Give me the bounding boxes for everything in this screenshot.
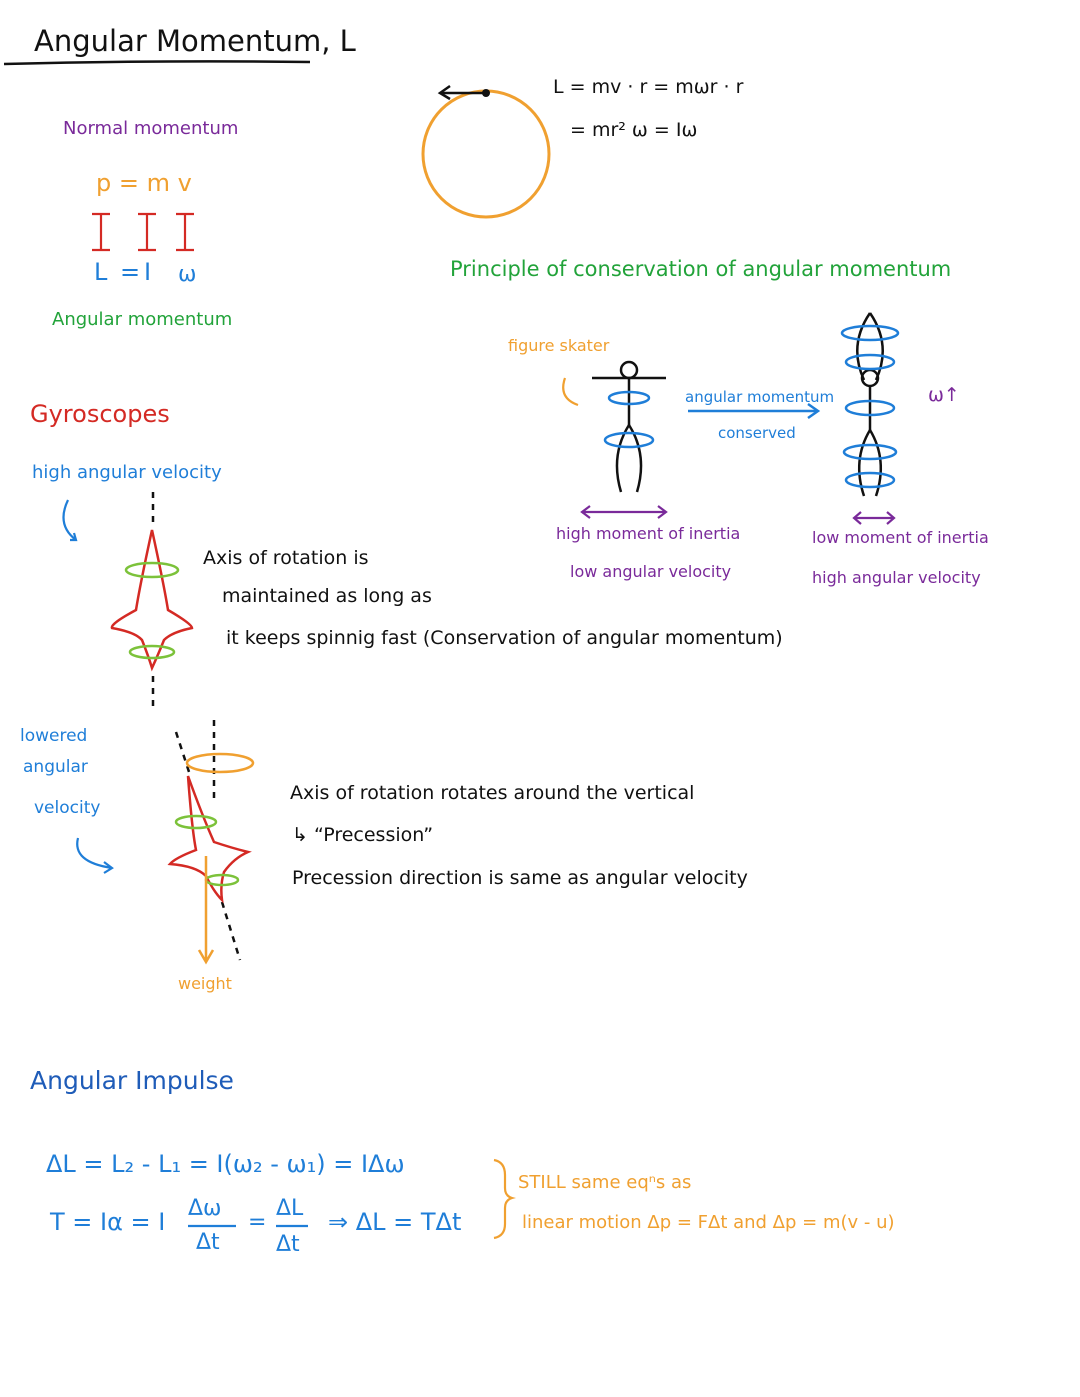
- impulse-equation-1: ΔL = L₂ - L₁ = I(ω₂ - ω₁) = IΔω: [46, 1150, 405, 1178]
- impulse-brace: [493, 1158, 516, 1240]
- impulse-note-line1: STILL same eqⁿs as: [518, 1172, 692, 1193]
- high-velocity-arrow: [62, 499, 78, 542]
- precession-line1: Axis of rotation rotates around the vert…: [290, 782, 695, 804]
- gyroscopes-heading: Gyroscopes: [30, 400, 170, 428]
- axis-text-line1: Axis of rotation is: [203, 547, 369, 569]
- skater-curved-arrow: [562, 377, 579, 407]
- left-velocity-label: low angular velocity: [570, 562, 732, 581]
- precession-line2: ↳ “Precession”: [292, 824, 434, 846]
- arrow-label-bottom: conserved: [718, 424, 796, 442]
- lowered-label-3: velocity: [34, 798, 101, 818]
- fraction2-denominator: Δt: [276, 1232, 300, 1257]
- skater-arms-up: [840, 312, 900, 497]
- fraction1-numerator: Δω: [188, 1196, 222, 1221]
- rotation-circle: [421, 89, 551, 219]
- inertia-width-arrows: [580, 505, 896, 525]
- weight-label: weight: [178, 974, 232, 993]
- gyroscope-precessing: [167, 720, 255, 965]
- impulse-equation-2-right: ⇒ ΔL = TΔt: [328, 1208, 462, 1236]
- I-symbol: I: [144, 258, 152, 286]
- conservation-heading: Principle of conservation of angular mom…: [450, 257, 952, 281]
- right-inertia-label: low moment of inertia: [812, 528, 989, 547]
- arrow-label-top: angular momentum: [685, 388, 835, 406]
- angular-impulse-heading: Angular Impulse: [30, 1066, 234, 1095]
- circle-equation-line2: = mr² ω = Iω: [570, 119, 698, 141]
- fraction1-denominator: Δt: [196, 1230, 220, 1255]
- p-equation: p = m v: [96, 169, 192, 197]
- axis-text-line2: maintained as long as: [222, 585, 432, 607]
- angular-momentum-label: Angular momentum: [52, 309, 233, 330]
- fraction2-numerator: ΔL: [276, 1196, 304, 1221]
- impulse-note-line2: linear motion Δp = FΔt and Δp = m(v - u): [522, 1212, 895, 1233]
- tangent-point: [482, 89, 490, 97]
- skater-arms-out: [592, 360, 666, 493]
- circle-equation-line1: L = mv · r = mωr · r: [553, 76, 744, 98]
- tangent-arrow: [437, 84, 486, 101]
- lowered-label-2: angular: [23, 757, 88, 777]
- axis-text-line3: it keeps spinnig fast (Conservation of a…: [226, 627, 783, 649]
- page-title: Angular Momentum, L: [34, 24, 356, 58]
- lowered-velocity-arrow: [76, 837, 114, 874]
- left-inertia-label: high moment of inertia: [556, 524, 741, 543]
- high-velocity-label: high angular velocity: [32, 462, 222, 483]
- right-velocity-label: high angular velocity: [812, 568, 981, 587]
- gyroscope-upright: [110, 492, 194, 712]
- ibeam-symbols: [92, 212, 194, 252]
- figure-skater-label: figure skater: [508, 336, 610, 355]
- L-symbol: L: [94, 258, 108, 286]
- title-underline: [3, 60, 311, 66]
- impulse-equation-2-left: T = Iα = I: [50, 1208, 166, 1236]
- L-eq-sign: =: [120, 258, 141, 286]
- lowered-label-1: lowered: [20, 726, 88, 746]
- precession-line3: Precession direction is same as angular …: [292, 867, 748, 889]
- normal-momentum-label: Normal momentum: [63, 118, 239, 139]
- omega-up-label: ω↑: [928, 384, 960, 406]
- impulse-equation-2-eq: =: [248, 1210, 267, 1235]
- conservation-arrow: [688, 402, 821, 420]
- omega-symbol: ω: [178, 262, 197, 287]
